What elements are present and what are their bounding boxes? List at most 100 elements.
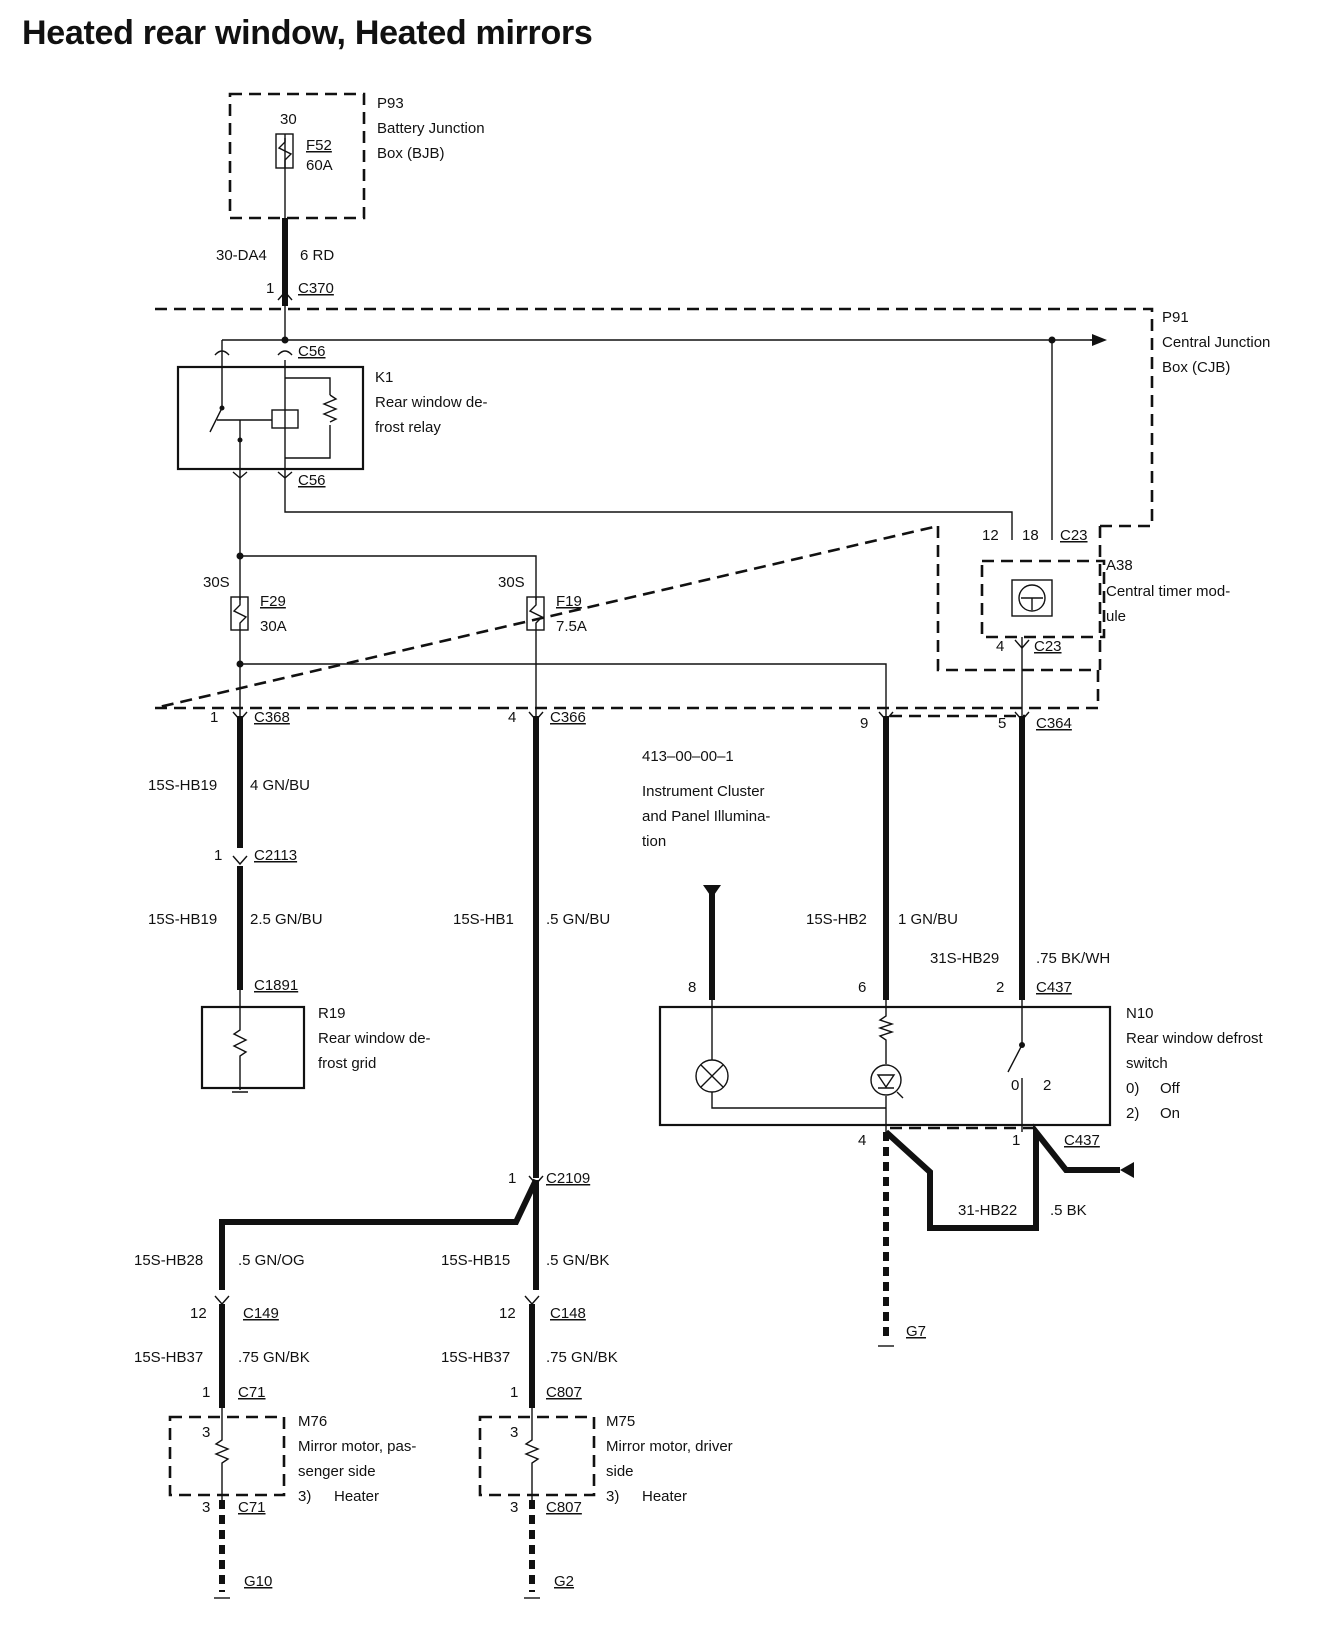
wire-circuit: 15S-HB1 <box>453 911 514 928</box>
wire-31-hb22 <box>883 1123 1120 1231</box>
n10-pin-gnd2: 1 <box>1012 1132 1020 1149</box>
ref-line-3: tion <box>642 833 666 850</box>
ref-code: 413–00–00–1 <box>642 748 734 765</box>
a38-symbol-frame <box>1011 579 1053 617</box>
n10-conn-top: C437 <box>1036 979 1072 996</box>
n10-pin-gnd: 4 <box>858 1132 866 1149</box>
m75-box <box>478 1415 596 1497</box>
connector-name: C370 <box>298 280 334 297</box>
r19-name-1: Rear window de- <box>318 1030 431 1047</box>
fuse-f19-element <box>528 597 544 630</box>
lamp-icon <box>695 1059 729 1093</box>
connector-pin: 12 <box>190 1305 207 1322</box>
connector-name: C366 <box>550 709 586 726</box>
connector-pin: 4 <box>508 709 516 726</box>
k1-resistor <box>322 394 338 423</box>
led-icon <box>870 1064 902 1096</box>
feed-wire <box>221 138 1100 360</box>
connector-pin: 5 <box>998 715 1006 732</box>
n10-state2-key: 2) <box>1126 1105 1139 1122</box>
switch-pivot <box>1019 1042 1025 1048</box>
m75-pin-in: 3 <box>510 1424 518 1441</box>
connector-name: C149 <box>243 1305 279 1322</box>
a38-inner-box <box>980 559 1106 639</box>
fuse-f52-element <box>277 134 293 168</box>
m76-conn-in: C71 <box>238 1384 266 1401</box>
n10-lamp-wire <box>711 1000 886 1109</box>
connector-name: C148 <box>550 1305 586 1322</box>
p93-name-1: Battery Junction <box>377 120 485 137</box>
wire-spec: .75 BK/WH <box>1036 950 1110 967</box>
wire-spec: .75 GN/BK <box>238 1349 310 1366</box>
n10-pin-lamp: 8 <box>688 979 696 996</box>
p91-name-2: Box (CJB) <box>1162 359 1230 376</box>
wire-circuit: 15S-HB19 <box>148 911 217 928</box>
f29-rating: 30A <box>260 618 287 635</box>
r19-id: R19 <box>318 1005 346 1022</box>
p93-terminal: 30 <box>280 111 297 128</box>
m75-name-2: side <box>606 1463 634 1480</box>
n10-state2: On <box>1160 1105 1180 1122</box>
wire-circuit: 15S-HB15 <box>441 1252 510 1269</box>
k1-contact <box>209 360 241 470</box>
a38-name-2: ule <box>1106 608 1126 625</box>
p93-name-2: Box (BJB) <box>377 145 445 162</box>
m75-conn-in: C807 <box>546 1384 582 1401</box>
m76-heater <box>214 1408 230 1500</box>
ground-label: G7 <box>906 1323 926 1340</box>
fuse-out <box>239 630 887 716</box>
connector-c23 <box>1014 639 1030 650</box>
connector-pin: 1 <box>210 709 218 726</box>
m76-pin-out: 3 <box>202 1499 210 1516</box>
a38-conn-top: C23 <box>1060 527 1088 544</box>
n10-switch <box>1007 1000 1023 1132</box>
wire-spec: 6 RD <box>300 247 334 264</box>
lamp-feed-arrow <box>703 885 721 898</box>
m75-name-1: Mirror motor, driver <box>606 1438 733 1455</box>
wire-circuit: 30-DA4 <box>216 247 267 264</box>
wire-circuit: 15S-HB37 <box>441 1349 510 1366</box>
connector-c368 <box>232 711 248 722</box>
switch-pos-2: 2 <box>1043 1077 1051 1094</box>
n10-id: N10 <box>1126 1005 1154 1022</box>
f52-rating: 60A <box>306 157 333 174</box>
r19-conn: C1891 <box>254 977 298 994</box>
m75-id: M75 <box>606 1413 635 1430</box>
connector-name: C364 <box>1036 715 1072 732</box>
k1-coil-link <box>217 360 331 470</box>
connector-c366 <box>528 711 544 722</box>
m76-note: Heater <box>334 1488 379 1505</box>
m75-heater <box>524 1408 540 1500</box>
k1-name-1: Rear window de- <box>375 394 488 411</box>
wire-circuit: 15S-HB28 <box>134 1252 203 1269</box>
f29-terminal: 30S <box>203 574 230 591</box>
timer-icon-hands <box>1021 597 1043 610</box>
a38-conn-bottom: C23 <box>1034 638 1062 655</box>
connector-name: C2109 <box>546 1170 590 1187</box>
split-wire <box>239 470 537 600</box>
junction-dot <box>236 552 244 560</box>
a38-pin-out: 4 <box>996 638 1004 655</box>
ref-line-1: Instrument Cluster <box>642 783 765 800</box>
f19-terminal: 30S <box>498 574 525 591</box>
ref-line-2: and Panel Illumina- <box>642 808 770 825</box>
a38-pin-b: 18 <box>1022 527 1039 544</box>
diagram-title: Heated rear window, Heated mirrors <box>22 14 593 52</box>
k1-box <box>176 365 365 471</box>
f19-label: F19 <box>556 593 582 610</box>
timer-icon <box>1018 584 1046 612</box>
n10-led-wire <box>877 1000 895 1132</box>
m75-pin-c807: 1 <box>510 1384 518 1401</box>
m76-id: M76 <box>298 1413 327 1430</box>
connector-pin: 12 <box>499 1305 516 1322</box>
r19-element <box>232 990 248 1093</box>
connector-pin: 1 <box>508 1170 516 1187</box>
connector-c2109 <box>528 1175 544 1186</box>
f52-label: F52 <box>306 137 332 154</box>
m76-box <box>168 1415 286 1497</box>
m76-name-2: senger side <box>298 1463 376 1480</box>
m75-conn-out: C807 <box>546 1499 582 1516</box>
ground-label: G2 <box>554 1573 574 1590</box>
k1-conn-top: C56 <box>298 343 326 360</box>
